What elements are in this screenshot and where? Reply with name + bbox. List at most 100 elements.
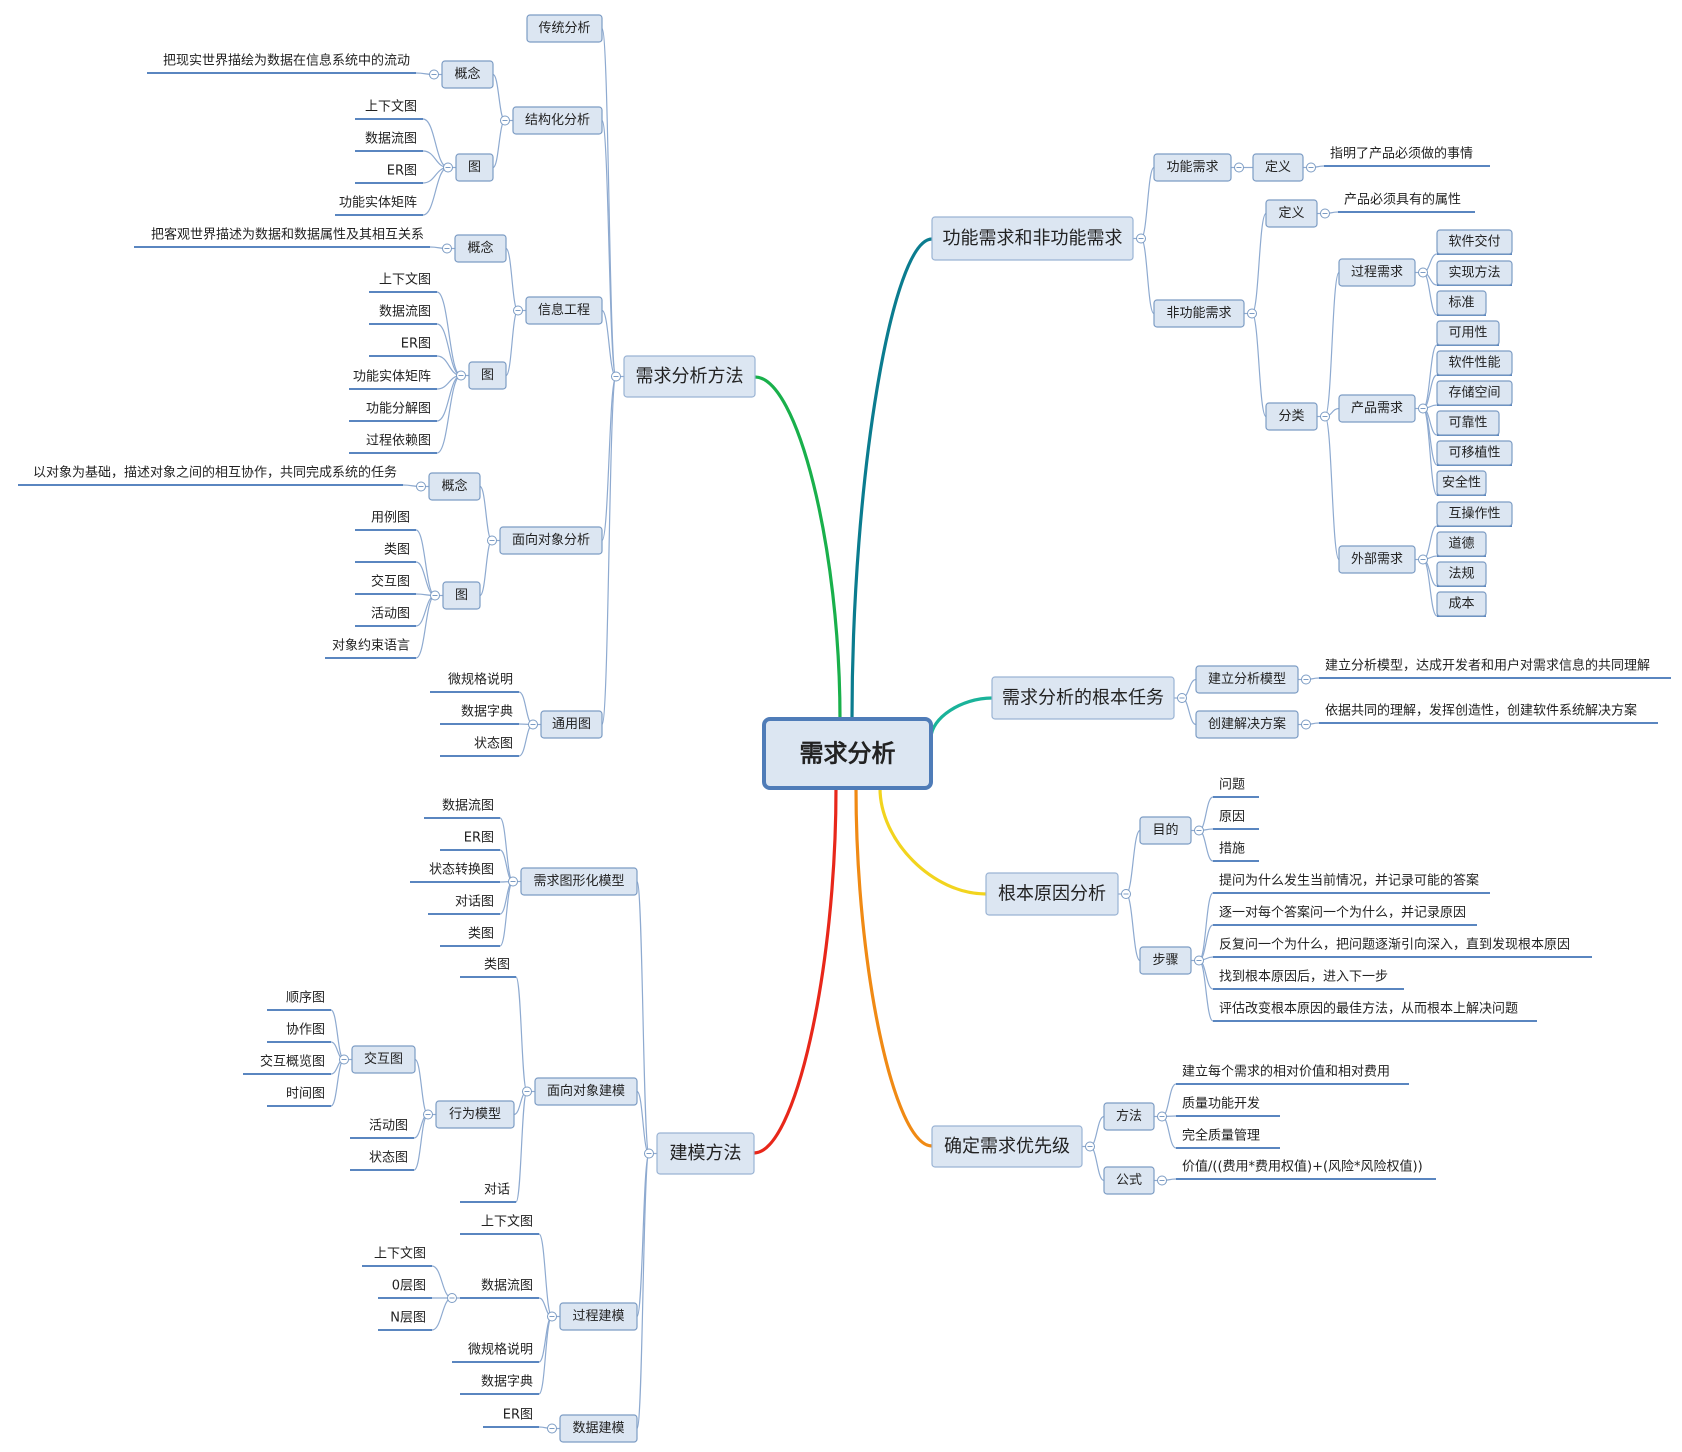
leaf-box-gn-1-1-0-2[interactable]: [1436, 290, 1487, 316]
topic-box-jm-3[interactable]: [559, 1414, 638, 1443]
topic-box-fx-0[interactable]: [526, 14, 603, 43]
topic-box-gn-1-1-0[interactable]: [1338, 258, 1416, 287]
topic-box-gn-0[interactable]: [1153, 153, 1232, 182]
leaf-label-jm-0-1: ER图: [464, 831, 494, 846]
topic-box-fx-1-1[interactable]: [455, 153, 494, 182]
topic-box-jm-2[interactable]: [559, 1302, 638, 1331]
leaf-label-gn-1-1-2-2: 法规: [1448, 567, 1474, 582]
branch-curve-jm: [752, 786, 838, 1155]
main-topic-fx[interactable]: [623, 355, 756, 398]
topic-box-fx-3[interactable]: [499, 526, 603, 555]
leaf-box-gn-1-1-1-4[interactable]: [1436, 440, 1513, 466]
connector-yx-0-0: [1161, 1083, 1177, 1118]
connector-jm-2-0: [538, 1233, 553, 1318]
topic-box-gn-1-1-1[interactable]: [1338, 394, 1416, 423]
topic-label-fx-3: 面向对象分析: [512, 532, 590, 548]
connector-gn-1-1-0: [1324, 271, 1340, 418]
topic-label-fx-2: 信息工程: [538, 302, 590, 318]
leaf-label-jm-2-1-2: N层图: [390, 1311, 426, 1326]
leaf-box-gn-1-1-1-3[interactable]: [1436, 410, 1500, 436]
leaf-box-gn-1-1-0-0[interactable]: [1436, 229, 1513, 255]
leaf-box-gn-1-1-1-5[interactable]: [1436, 470, 1487, 496]
topic-box-gn-1-0[interactable]: [1265, 199, 1318, 228]
connector-jm-1-1-2: [413, 1113, 429, 1171]
topic-box-gy-0[interactable]: [1139, 816, 1192, 845]
connector-gy-0: [1125, 829, 1141, 895]
topic-box-gn-1[interactable]: [1153, 299, 1245, 328]
leaf-box-gn-1-1-1-0[interactable]: [1436, 320, 1500, 346]
leaf-label-jm-1-0: 类图: [484, 958, 510, 973]
topic-box-rw-1[interactable]: [1195, 710, 1299, 739]
topic-label-jm-3: 数据建模: [572, 1421, 624, 1436]
leaf-label-fx-4-1: 数据字典: [461, 705, 513, 720]
topic-box-gn-1-1[interactable]: [1265, 402, 1318, 431]
leaf-label-jm-1-1-0-3: 时间图: [286, 1087, 325, 1102]
topic-box-jm-0[interactable]: [520, 867, 638, 896]
connector-fx-3-1: [479, 539, 493, 597]
leaf-label-jm-1-1-2: 状态图: [369, 1151, 408, 1166]
branch-curve-gn: [850, 237, 934, 721]
main-topic-jm[interactable]: [656, 1132, 755, 1175]
topic-box-fx-1-0[interactable]: [441, 60, 494, 89]
main-topic-gn[interactable]: [931, 216, 1134, 261]
topic-box-fx-3-0[interactable]: [428, 472, 481, 501]
topic-label-jm-1-1: 行为模型: [449, 1107, 501, 1122]
central-topic-box[interactable]: [762, 717, 933, 790]
connector-yx-1: [1089, 1145, 1105, 1182]
leaf-label-jm-2-2: 微规格说明: [468, 1342, 533, 1358]
topic-box-fx-2-0[interactable]: [454, 234, 507, 263]
topic-box-rw-0[interactable]: [1195, 665, 1299, 694]
topic-box-yx-1[interactable]: [1103, 1166, 1155, 1195]
leaf-box-gn-1-1-2-1[interactable]: [1436, 531, 1487, 557]
connector-fx-0: [601, 27, 617, 378]
topic-label-fx-2-1: 图: [481, 368, 494, 383]
connector-gn-1: [1140, 237, 1155, 315]
leaf-label-jm-0-0: 数据流图: [442, 799, 494, 814]
connector-fx-4: [601, 375, 617, 726]
topic-box-fx-3-1[interactable]: [442, 581, 481, 610]
topic-box-gn-1-1-2[interactable]: [1338, 545, 1416, 574]
topic-box-fx-2[interactable]: [525, 296, 603, 325]
branch-curve-gy: [878, 786, 988, 896]
topic-label-gn-1: 非功能需求: [1166, 306, 1231, 321]
leaf-label-jm-2-1-0: 上下文图: [374, 1247, 426, 1262]
topic-box-jm-1-1[interactable]: [435, 1100, 515, 1129]
connector-fx-3-1-1: [415, 561, 436, 597]
main-topic-yx[interactable]: [931, 1125, 1083, 1168]
leaf-box-gn-1-1-1-1[interactable]: [1436, 350, 1513, 376]
main-topic-rw[interactable]: [991, 676, 1175, 720]
connector-gy-0-2: [1198, 829, 1214, 862]
leaf-label-fx-2-1-4: 功能分解图: [366, 402, 431, 417]
connector-fx-1-0: [492, 73, 506, 122]
leaf-label-gn-0-0-0: 指明了产品必须做的事情: [1330, 146, 1473, 162]
connector-gn-1-0: [1251, 212, 1267, 315]
topic-box-fx-2-1[interactable]: [468, 361, 507, 390]
topic-box-gn-0-0[interactable]: [1252, 153, 1304, 182]
connector-fx-3: [601, 375, 617, 542]
leaf-label-gy-1-2: 反复问一个为什么，把问题逐渐引向深入，直到发现根本原因: [1219, 937, 1570, 953]
topic-label-gy-0: 目的: [1152, 822, 1178, 838]
leaf-label-gy-0-0: 问题: [1219, 778, 1245, 793]
topic-box-fx-4[interactable]: [540, 710, 603, 739]
topic-box-gy-1[interactable]: [1139, 946, 1192, 975]
main-topic-gy[interactable]: [985, 872, 1119, 916]
topic-box-yx-0[interactable]: [1103, 1102, 1155, 1131]
topic-box-jm-1-1-0[interactable]: [351, 1045, 416, 1074]
leaf-label-rw-0-0: 建立分析模型，达成开发者和用户对需求信息的共同理解: [1325, 658, 1650, 674]
leaf-box-gn-1-1-2-3[interactable]: [1436, 591, 1487, 617]
topic-label-gn-1-1-0: 过程需求: [1351, 265, 1403, 280]
leaf-box-gn-1-1-1-2[interactable]: [1436, 380, 1513, 406]
leaf-box-gn-1-1-0-1[interactable]: [1436, 260, 1513, 286]
leaf-label-gn-1-1-1-2: 存储空间: [1448, 386, 1500, 401]
topic-label-jm-1: 面向对象建模: [547, 1083, 625, 1099]
leaf-box-gn-1-1-2-2[interactable]: [1436, 561, 1487, 587]
leaf-box-gn-1-1-2-0[interactable]: [1436, 501, 1513, 527]
topic-label-fx-0: 传统分析: [538, 21, 590, 36]
topic-box-jm-1[interactable]: [534, 1077, 638, 1106]
leaf-label-jm-0-4: 类图: [468, 927, 494, 942]
leaf-label-gn-1-1-1-0: 可用性: [1448, 326, 1487, 341]
topic-label-gy-1: 步骤: [1152, 953, 1178, 968]
topic-box-fx-1[interactable]: [512, 106, 603, 135]
topic-label-fx-1: 结构化分析: [525, 113, 590, 128]
leaf-label-gn-1-1-0-2: 标准: [1448, 296, 1474, 311]
